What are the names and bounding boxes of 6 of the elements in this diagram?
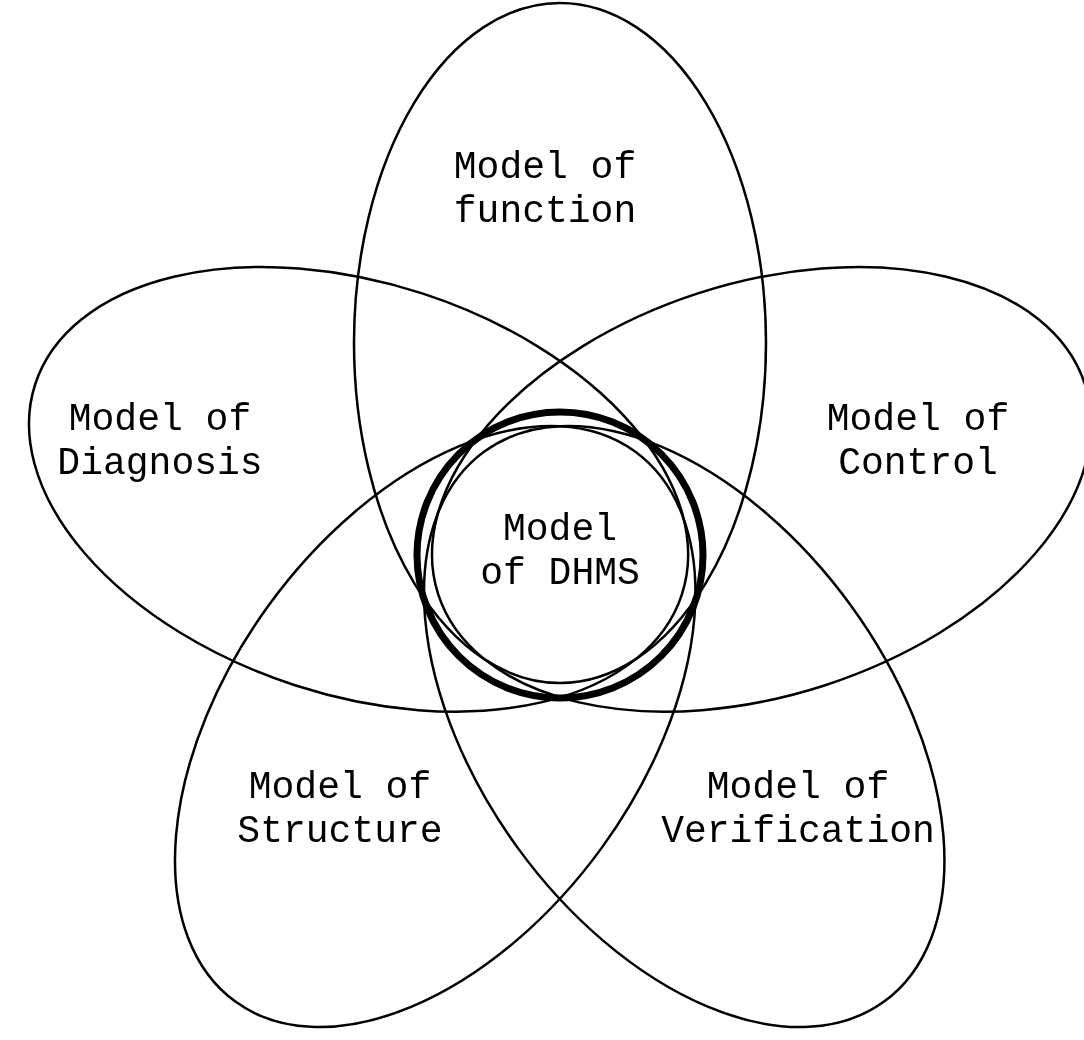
node-label: Model of function <box>452 146 638 234</box>
node-label: Model of Verification <box>660 766 936 854</box>
node-label: Model of DHMS <box>480 508 640 596</box>
node-label: Model of Control <box>825 398 1011 486</box>
node-label: Model of Structure <box>236 766 444 854</box>
node-label: Model of Diagnosis <box>56 398 264 486</box>
